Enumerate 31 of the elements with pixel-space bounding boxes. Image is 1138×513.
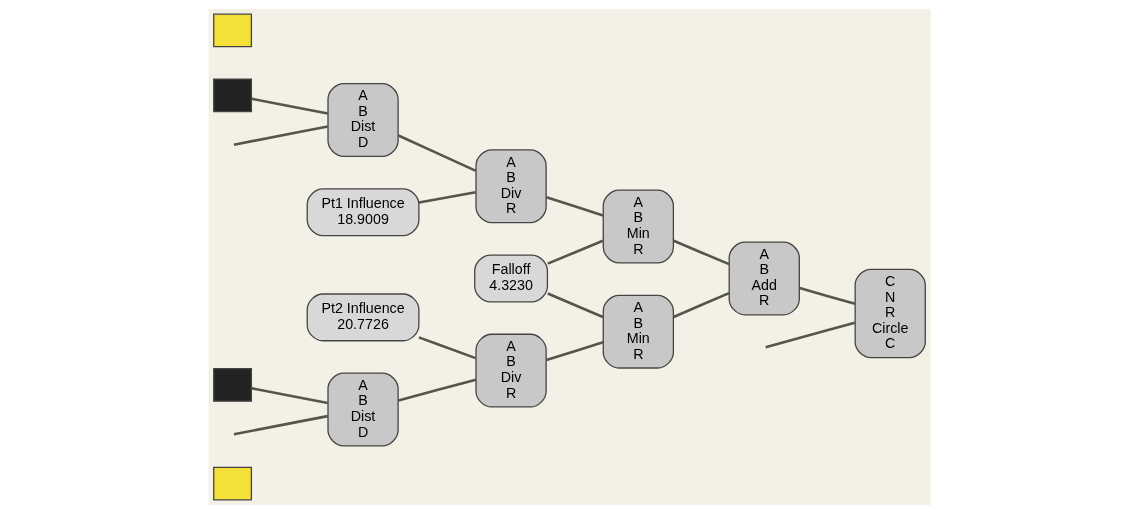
connector	[798, 286, 855, 305]
connector	[418, 190, 476, 204]
node-box	[212, 77, 252, 112]
connector	[672, 291, 730, 318]
node-box	[212, 13, 252, 47]
node-box: A B Dist D	[326, 82, 399, 157]
node-box: Pt2 Influence 20.7726	[306, 292, 420, 341]
node-box: C N R Circle C	[854, 268, 926, 358]
node-box: Falloff 4.3230	[473, 253, 548, 302]
node-box: A B Min R	[602, 189, 674, 263]
connector	[764, 321, 855, 348]
node-box: Pt1 Influence 18.9009	[306, 187, 420, 236]
connector	[250, 386, 328, 404]
node-box	[212, 466, 252, 500]
connector	[397, 133, 476, 172]
connector	[545, 340, 603, 361]
connector	[250, 97, 328, 115]
connector	[672, 239, 730, 265]
connector	[233, 124, 328, 146]
node-box: A B Dist D	[326, 372, 399, 447]
connector	[545, 195, 603, 217]
connector	[233, 414, 328, 435]
node-box: A B Add R	[728, 240, 800, 315]
connector	[546, 291, 603, 318]
node-box: A B Min R	[602, 294, 674, 369]
connector	[417, 335, 476, 359]
node-box: A B Div R	[474, 333, 547, 408]
node-box: A B Div R	[474, 148, 547, 223]
connector	[397, 377, 476, 402]
node-box	[212, 367, 252, 402]
connector	[546, 239, 603, 265]
